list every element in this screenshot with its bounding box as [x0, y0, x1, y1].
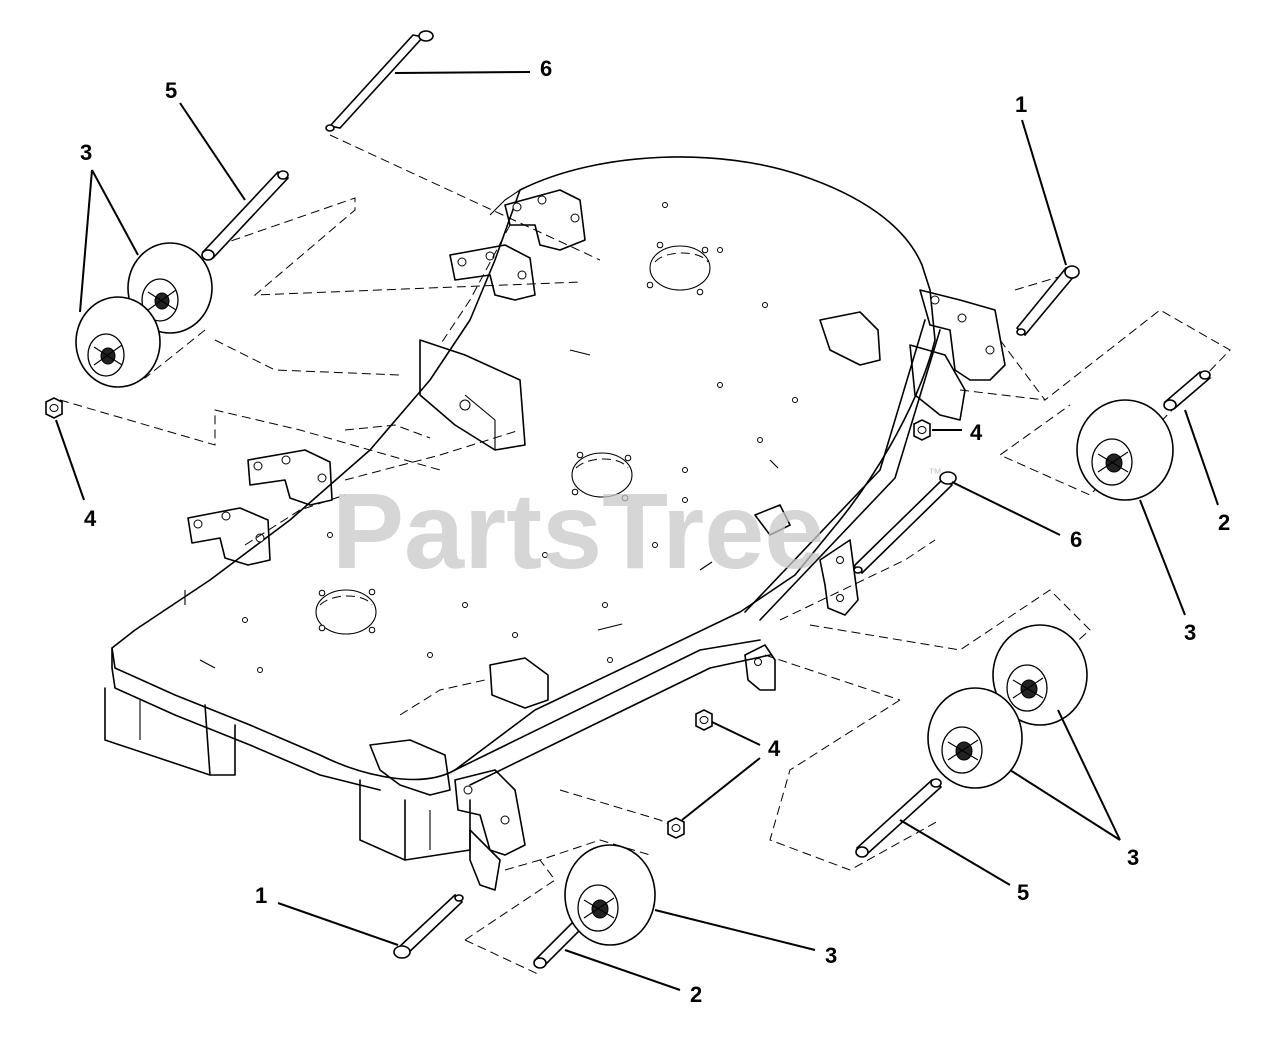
- axle-part-5-right: [855, 778, 943, 858]
- axle-part-5-left: [201, 170, 290, 261]
- callout-6-top: 6: [540, 56, 552, 81]
- deck-brackets: [187, 189, 1006, 891]
- wheel-part-3-left-front: [75, 296, 161, 388]
- wheel-part-3-right-rear: [1076, 399, 1174, 501]
- watermark-text: PartsTree: [332, 470, 824, 591]
- callout-3-right: 3: [1184, 620, 1196, 645]
- callout-2-right: 2: [1218, 510, 1230, 535]
- callout-5-right: 5: [1017, 880, 1029, 905]
- callout-labels: 6 5 3 4 1 4 2 6 3 4 3 5 1 3 2: [80, 56, 1230, 1007]
- callout-3-left: 3: [80, 140, 92, 165]
- callout-1-left: 1: [255, 883, 267, 908]
- assembly-lines: [59, 134, 1231, 976]
- callout-6-right: 6: [1070, 527, 1082, 552]
- pin-part-1-left: [393, 893, 464, 959]
- callout-2-front: 2: [690, 982, 702, 1007]
- pin-part-1-right: [1015, 265, 1080, 337]
- mower-deck: [104, 156, 941, 861]
- axle-part-2-right: [1163, 370, 1212, 411]
- callout-4-right: 4: [970, 420, 983, 445]
- nut-part-4-lower: [667, 817, 685, 839]
- rod-part-6-right: [852, 471, 957, 575]
- partstree-watermark: PartsTree ™: [332, 465, 942, 591]
- wheel-part-3-front: [564, 844, 656, 946]
- callout-4-left: 4: [84, 506, 97, 531]
- nut-part-4-left: [45, 397, 63, 419]
- callout-4-center: 4: [768, 736, 781, 761]
- callout-5-left: 5: [165, 78, 177, 103]
- callout-3-front: 3: [825, 943, 837, 968]
- wheel-part-3-right-upper: [992, 624, 1088, 726]
- rod-part-6-top: [325, 30, 434, 132]
- callout-3-lower-right: 3: [1127, 845, 1139, 870]
- nut-part-4-center: [695, 709, 713, 731]
- leader-lines: [55, 71, 1219, 991]
- callout-1-right: 1: [1015, 92, 1027, 117]
- wheel-part-3-right-lower: [927, 687, 1023, 789]
- nut-part-4-right: [913, 419, 931, 441]
- spindle-mounts: [184, 202, 798, 673]
- watermark-trademark: ™: [928, 465, 942, 481]
